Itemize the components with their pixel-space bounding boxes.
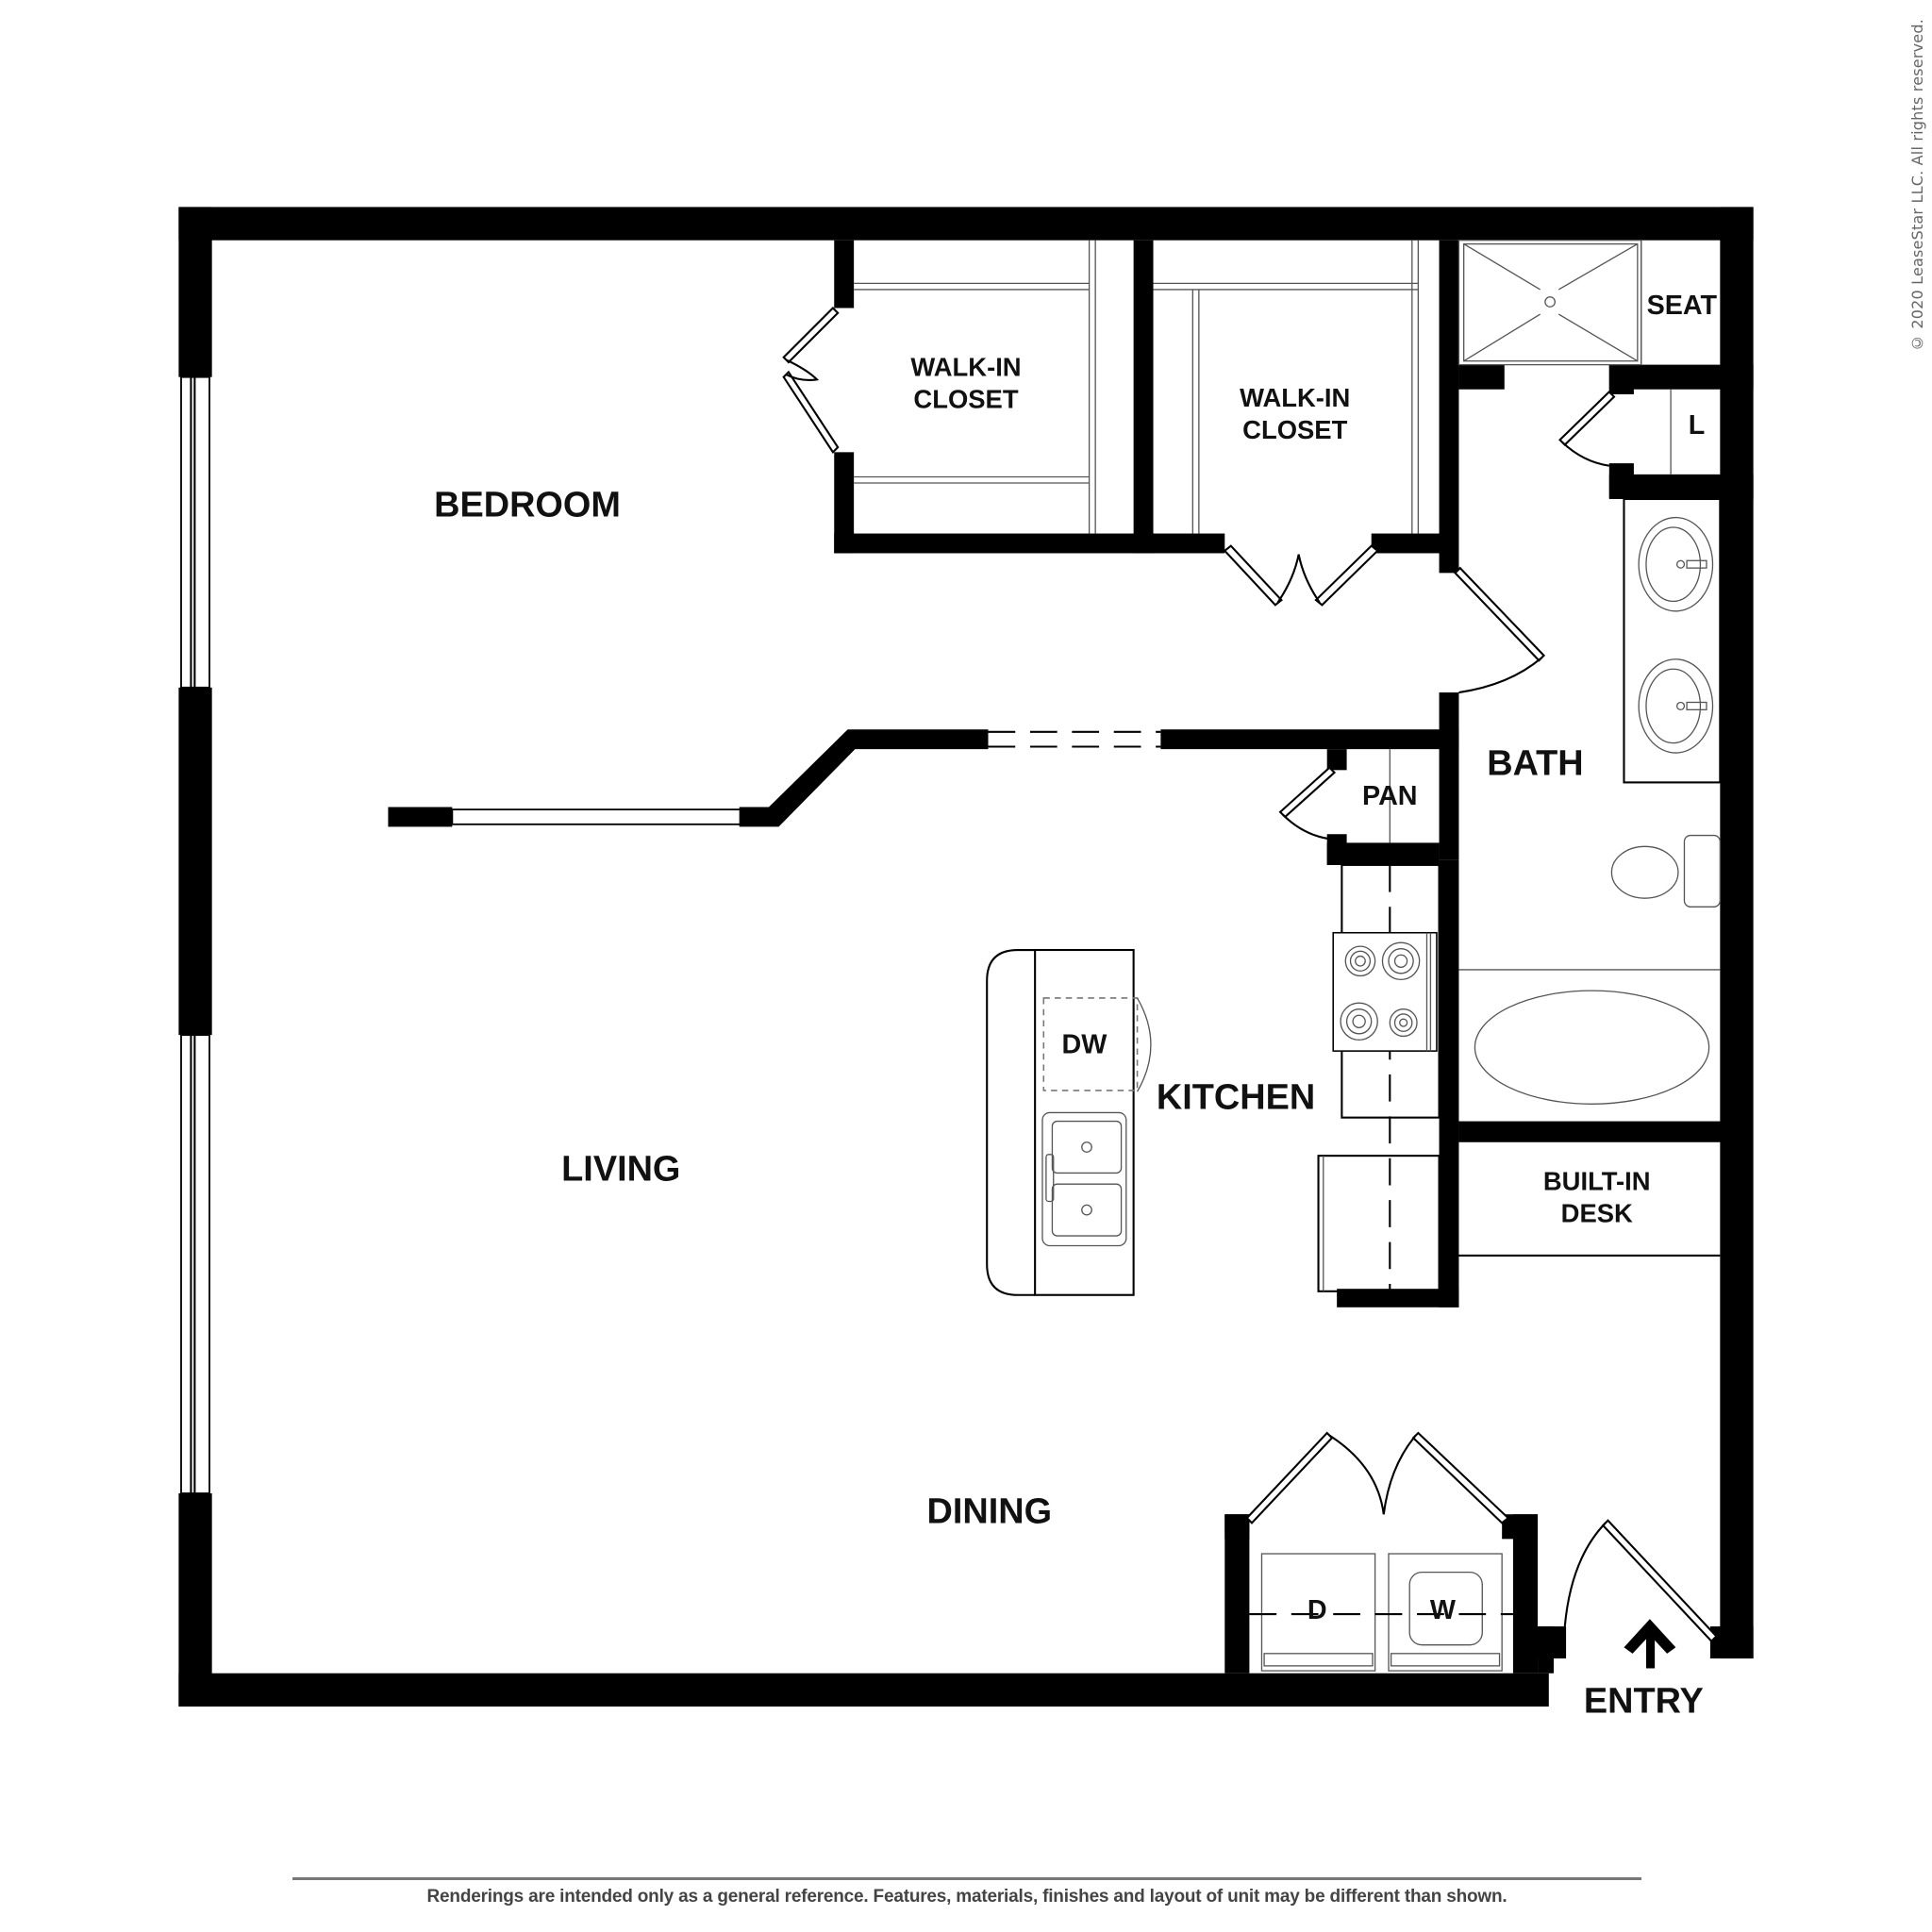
disclaimer-divider	[292, 1877, 1641, 1880]
laundry-closet	[1224, 1431, 1555, 1674]
label-built-in-desk-line1: BUILT-IN	[1543, 1167, 1651, 1196]
label-linen: L	[1689, 410, 1706, 441]
copyright-notice: © 2020 LeaseStar LLC. All rights reserve…	[1908, 19, 1926, 353]
label-seat: SEAT	[1647, 291, 1718, 321]
label-built-in-desk-line2: DESK	[1561, 1199, 1633, 1228]
label-dining: DINING	[927, 1491, 1053, 1531]
label-bedroom: BEDROOM	[434, 485, 621, 525]
label-dishwasher: DW	[1061, 1030, 1108, 1060]
stove-burners	[1340, 941, 1421, 1041]
pantry	[1278, 749, 1440, 865]
kitchen-counter	[1317, 863, 1459, 1307]
label-kitchen: KITCHEN	[1157, 1078, 1315, 1118]
linen-closet	[1558, 389, 1672, 475]
entry-door	[1563, 1519, 1718, 1643]
window-left-lower	[180, 1034, 210, 1494]
label-walk-in-closet-2-line1: WALK-IN	[1240, 383, 1350, 412]
bedroom-partition	[388, 729, 1459, 827]
label-washer: W	[1430, 1595, 1457, 1625]
label-living: LIVING	[561, 1149, 680, 1189]
bathtub	[1458, 969, 1721, 1105]
bath-door	[1454, 566, 1546, 694]
bath-walls	[1439, 364, 1754, 1307]
exterior-walls	[178, 207, 1754, 1707]
label-walk-in-closet-1-line2: CLOSET	[913, 384, 1018, 413]
shower	[1457, 240, 1642, 366]
arrow-up-icon	[1624, 1619, 1676, 1669]
walk-in-closet-1	[782, 240, 1155, 554]
label-walk-in-closet-2-line2: CLOSET	[1242, 415, 1347, 444]
label-entry: ENTRY	[1584, 1682, 1704, 1722]
toilet	[1610, 834, 1721, 908]
window-left-upper	[180, 375, 210, 689]
vanity	[1623, 497, 1722, 784]
kitchen-island	[986, 948, 1152, 1296]
walk-in-closet-2	[1153, 240, 1459, 607]
label-pantry: PAN	[1362, 781, 1418, 811]
disclaimer-text: Renderings are intended only as a genera…	[426, 1887, 1507, 1907]
label-walk-in-closet-1-line1: WALK-IN	[910, 352, 1021, 381]
label-dryer: D	[1307, 1595, 1327, 1625]
label-bath: BATH	[1487, 744, 1583, 784]
